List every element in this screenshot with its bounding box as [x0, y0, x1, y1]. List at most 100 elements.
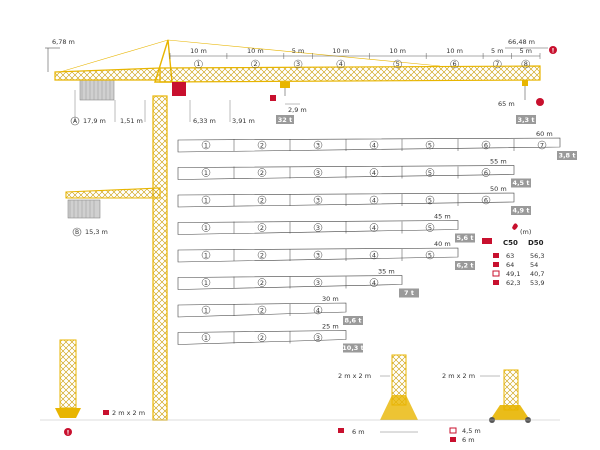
counter-jib: [54, 67, 161, 81]
jib-seg-id-5: 5: [396, 60, 400, 68]
jib-seg-marker-4: [336, 59, 346, 69]
jib-seg-length-8: 5 m: [519, 47, 532, 55]
config-seg-id: 1: [204, 141, 208, 149]
config-seg-marker: [313, 140, 323, 150]
config-seg-marker: [369, 278, 379, 287]
config-seg-id: 1: [204, 251, 208, 259]
jib-seg-id-3: 3: [296, 60, 300, 68]
config-seg-marker: [257, 305, 267, 315]
config-load-tag: [399, 288, 419, 298]
config-seg-marker: [369, 140, 379, 150]
config-seg-marker: [257, 223, 267, 232]
config-seg-id: 2: [260, 334, 264, 342]
config-load-tag: [343, 316, 363, 325]
config-radius-label: 25 m: [322, 323, 339, 331]
config-seg-id: 2: [260, 141, 264, 149]
config-seg-id: 1: [204, 224, 208, 232]
row4-c50: 62,3: [506, 279, 520, 287]
jib-seg-marker-8: [521, 59, 531, 69]
config-seg-id: 4: [372, 141, 376, 149]
base-b-icon-2: [450, 437, 456, 442]
config-seg-marker: [257, 195, 267, 205]
row2-d50: 54: [530, 261, 538, 269]
jib-seg-marker-2: [251, 59, 260, 69]
config-seg-id: 3: [316, 279, 320, 287]
base-type-2-icon: [493, 262, 499, 267]
config-seg-marker: [369, 168, 379, 177]
tower-mast: [152, 95, 168, 421]
dim-e-label: 2,9 m: [288, 106, 307, 114]
config-seg-id: 1: [204, 334, 208, 342]
config-seg-id: 2: [260, 224, 264, 232]
row1-d50: 56,3: [530, 252, 544, 260]
base-b-w1-label: 4,5 m: [462, 427, 481, 435]
base-a-icon: [338, 428, 344, 433]
jib-seg-length-3: 5 m: [292, 47, 305, 55]
config-seg-marker: [257, 333, 267, 342]
row3-d50: 40,7: [530, 270, 544, 278]
config-seg-marker: [369, 250, 379, 260]
jib-seg-id-2: 2: [253, 60, 257, 68]
jib-seg-length-1: 10 m: [190, 47, 207, 55]
config-seg-marker: [369, 223, 379, 232]
jib-seg-id-1: 1: [196, 60, 200, 68]
config-seg-marker: [313, 168, 323, 177]
base-a: 2 m x 2 m 6 m: [338, 354, 418, 436]
row4-d50: 53,9: [530, 279, 544, 287]
config-seg-id: 6: [484, 141, 488, 149]
config-seg-id: 4: [372, 196, 376, 204]
config-seg-id: 6: [484, 196, 488, 204]
config-seg-id: 2: [260, 279, 264, 287]
config-seg-id: 5: [428, 169, 432, 177]
cab: [172, 82, 186, 96]
dim-d-label: 3,91 m: [232, 117, 255, 125]
config-seg-marker: [313, 195, 323, 205]
config-radius-label: 45 m: [434, 213, 451, 221]
base-type-4-icon: [493, 280, 499, 285]
config-load-tag: [455, 233, 475, 243]
config-seg-id: 1: [204, 169, 208, 177]
config-jib-outline: [177, 330, 347, 345]
config-jib-outline: [177, 302, 347, 318]
config-seg-marker: [201, 140, 211, 150]
config-load-tag: [455, 261, 475, 270]
col-d50: D50: [528, 239, 544, 247]
config-seg-marker: [425, 195, 435, 205]
jib-seg-id-8: 8: [524, 60, 528, 68]
load-end-tag: [516, 115, 536, 124]
config-seg-id: 5: [428, 224, 432, 232]
base-b-icon-1: [449, 427, 457, 434]
svg-text:!: !: [67, 430, 70, 437]
config-jib-outline: [177, 247, 459, 263]
counter-jib-b: B 15,3 m: [65, 187, 161, 237]
config-seg-marker: [313, 223, 323, 232]
config-seg-id: 1: [204, 196, 208, 204]
svg-text:!: !: [552, 48, 555, 55]
base-a-width-label: 6 m: [352, 428, 365, 436]
jib-seg-marker-1: [194, 59, 203, 69]
config-seg-marker: [537, 140, 547, 150]
end-hook: [522, 80, 544, 106]
config-seg-marker: [313, 305, 323, 315]
config-radius-label: 55 m: [490, 158, 507, 166]
dim-a-mark: A: [73, 118, 78, 125]
crane-icon: [482, 238, 492, 244]
base-b-top-label: 2 m x 2 m: [442, 372, 475, 380]
config-seg-marker: [201, 223, 211, 232]
cab-height-dimension: 6,78 m: [45, 38, 75, 72]
jib-seg-marker-6: [450, 59, 459, 69]
height-unit: (m): [520, 228, 531, 236]
pendant-line: [167, 39, 441, 67]
config-seg-marker: [425, 168, 435, 177]
config-radius-label: 50 m: [490, 185, 507, 193]
config-seg-id: 2: [260, 306, 264, 314]
config-seg-id: 1: [204, 306, 208, 314]
config-seg-marker: [201, 250, 211, 260]
col-c50: C50: [503, 239, 518, 247]
jib-seg-marker-7: [493, 59, 502, 69]
config-seg-marker: [257, 168, 267, 177]
